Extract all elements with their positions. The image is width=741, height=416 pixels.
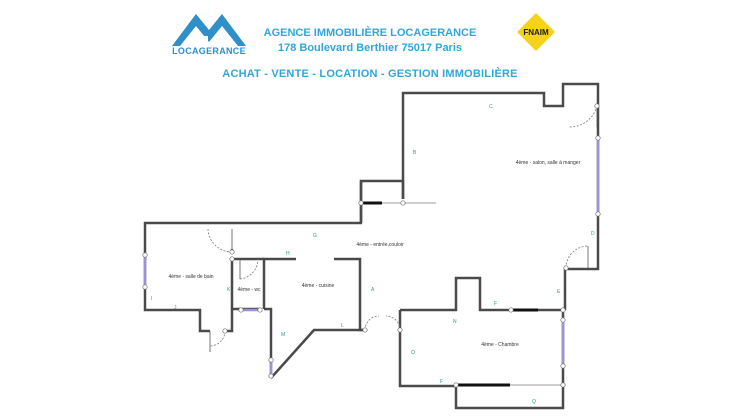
- room-salon: 4ème - salon, salle à manger: [516, 160, 581, 166]
- room-salle-de-bain: 4ème - salle de bain: [168, 274, 213, 280]
- wall-nodes: [142, 103, 601, 388]
- wall-label-k: K: [227, 287, 231, 293]
- tagline: ACHAT - VENTE - LOCATION - GESTION IMMOB…: [222, 68, 518, 80]
- agency-block: AGENCE IMMOBILIÈRE LOCAGERANCE 178 Boule…: [250, 26, 490, 56]
- wall-label-c: C: [489, 104, 493, 110]
- wall-label-e: E: [557, 289, 561, 295]
- header: LOCAGERANCE AGENCE IMMOBILIÈRE LOCAGERAN…: [0, 0, 741, 90]
- room-wc: 4ème - wc: [237, 287, 261, 293]
- thin-walls: [382, 202, 563, 386]
- agency-name: AGENCE IMMOBILIÈRE LOCAGERANCE: [263, 27, 477, 39]
- logo-text: LOCAGERANCE: [172, 46, 246, 56]
- locagerance-logo: [172, 14, 246, 46]
- fnaim-logo: FNAIM: [517, 13, 555, 51]
- wall-label-b: B: [413, 150, 417, 156]
- wall-label-j: J: [174, 305, 177, 311]
- wall-label-l: L: [341, 323, 344, 329]
- wall-label-m: M: [281, 332, 285, 338]
- wall-label-a: A: [371, 287, 375, 293]
- wall-label-f2: F: [440, 379, 443, 385]
- wall-label-q: Q: [532, 399, 536, 405]
- wall-label-f1: F: [494, 301, 497, 307]
- wall-labels: C B D E G H I J K L M A F F N O Q: [151, 104, 595, 405]
- windows: [143, 138, 600, 376]
- room-chambre: 4ème - Chambre: [481, 342, 519, 348]
- room-cuisine: 4ème - cuisine: [302, 283, 335, 289]
- door-leaves: [209, 106, 598, 352]
- wall-label-d: D: [591, 231, 595, 237]
- agency-address: 178 Boulevard Berthier 75017 Paris: [277, 42, 463, 54]
- room-labels: 4ème - salon, salle à manger 4ème - entr…: [168, 160, 580, 348]
- wall-label-n: N: [453, 319, 457, 325]
- wall-label-o: O: [411, 350, 415, 356]
- wall-label-i: I: [151, 296, 152, 302]
- fnaim-text: FNAIM: [523, 28, 549, 37]
- wall-label-g: G: [313, 233, 317, 239]
- thick-walls: [362, 201, 538, 387]
- room-entree: 4ème - entrée,couloir: [356, 242, 404, 248]
- wall-label-h: H: [286, 251, 290, 257]
